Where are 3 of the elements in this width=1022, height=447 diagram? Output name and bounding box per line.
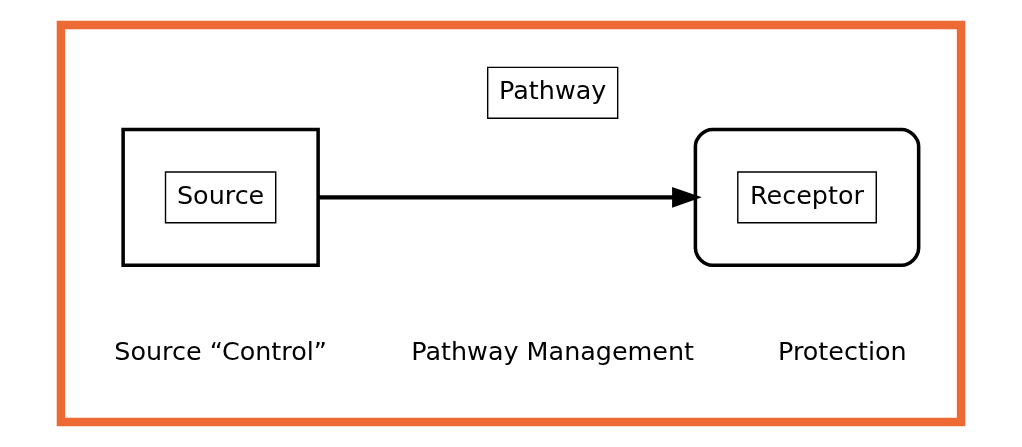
label: Protection [778,336,907,367]
label: Pathway Management [411,336,695,367]
label: Source “Control” [114,336,327,367]
